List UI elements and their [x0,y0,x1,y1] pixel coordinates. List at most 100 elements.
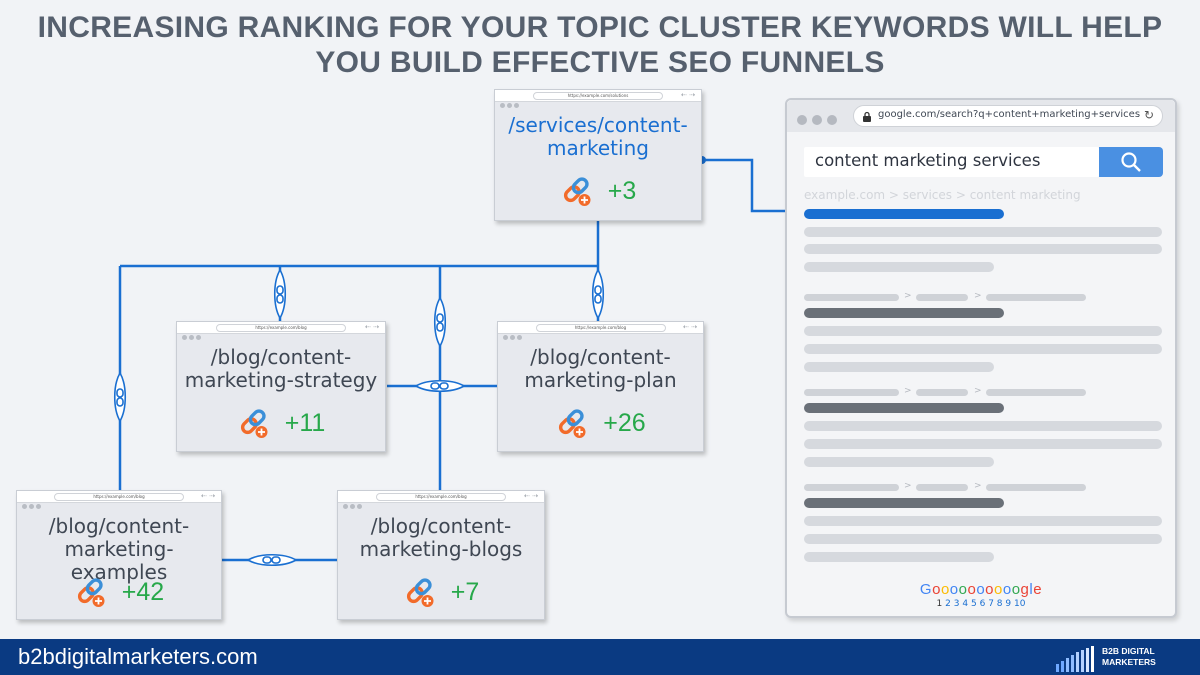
result-title-placeholder[interactable] [804,498,1004,508]
page-number[interactable]: 2 [945,599,951,609]
lock-icon [863,111,871,122]
headline-line-1: INCREASING RANKING FOR YOUR TOPIC CLUSTE… [37,11,1163,44]
footer-domain[interactable]: b2bdigitalmarketers.com [18,644,258,669]
page-number[interactable]: 8 [996,599,1003,609]
result-snippet-line [804,457,994,467]
page-number[interactable]: 6 [979,599,986,609]
result-url-placeholder [916,389,968,396]
browser-bar: https://example.com/blog ⇠ ⇢ [338,491,544,509]
result-snippet-line [804,421,1162,431]
page-path-line-2: marketing-examples [64,537,174,584]
result-snippet-line [804,344,1162,354]
result-url-placeholder [804,484,899,491]
link-node-icon [247,553,297,567]
result-url-placeholder [986,294,1086,301]
nav-arrows-icon: ⇠ ⇢ [365,323,379,331]
result-snippet-line [804,534,1162,544]
chain-link-plus-icon [559,409,586,438]
result-breadcrumb: example.com > services > content marketi… [804,188,1081,202]
address-bar-text: google.com/search?q+content+marketing+se… [878,109,1141,120]
page-number[interactable]: 10 [1014,599,1026,609]
result-snippet-line [804,516,1162,526]
backlink-metric: +42 [17,575,221,609]
mini-url: https://example.com/blog [376,493,506,501]
breadcrumb-separator: > [904,386,912,396]
result-url-placeholder [804,389,899,396]
browser-bar: https://example.com/blog ⇠ ⇢ [17,491,221,509]
page-path-line-1: /services/content- [508,113,688,137]
page-card-blogs: https://example.com/blog ⇠ ⇢ /blog/conte… [337,490,545,620]
logo-letter: o [1002,581,1012,598]
page-card-plan: https://example.com/blog ⇠ ⇢ /blog/conte… [497,321,704,452]
page-card-strategy: https://example.com/blog ⇠ ⇢ /blog/conte… [176,321,386,452]
logo-letter: o [985,581,994,598]
result-url-placeholder [986,484,1086,491]
chain-link-plus-icon [77,578,105,607]
headline: INCREASING RANKING FOR YOUR TOPIC CLUSTE… [0,10,1200,80]
nav-arrows-icon: ⇠ ⇢ [683,323,697,331]
result-snippet-line [804,244,1162,254]
address-bar[interactable]: google.com/search?q+content+marketing+se… [853,105,1163,127]
result-snippet-line [804,362,994,372]
page-path-line-1: /blog/content- [370,514,512,538]
link-node-icon [591,269,605,319]
page-path-line-1: /blog/content- [210,345,352,369]
backlink-metric: +26 [498,406,703,440]
footer-bar: b2bdigitalmarketers.com B2B DIGITAL MARK… [0,639,1200,675]
page-number[interactable]: 4 [962,599,969,609]
logo-letter: e [1033,581,1043,598]
page-card-services: https://example.com/solutions ⇠ ⇢ /servi… [494,89,702,221]
search-input[interactable]: content marketing services [804,147,1099,177]
page-card-examples: https://example.com/blog ⇠ ⇢ /blog/conte… [16,490,222,620]
page-path: /blog/content- marketing-plan [498,346,703,392]
backlink-count: +11 [284,408,326,437]
search-button[interactable] [1099,147,1163,177]
search-icon [1121,152,1141,172]
result-snippet-line [804,326,1162,336]
chain-link-plus-icon [563,177,591,206]
result-snippet-line [804,552,994,562]
page-number-current[interactable]: 1 [936,599,943,609]
search-query: content marketing services [815,151,1041,170]
logo-letter: o [994,581,1003,598]
logo-text: Goooooooooogle [920,581,1042,598]
page-number[interactable]: 9 [1005,599,1012,609]
browser-bar: https://example.com/blog ⇠ ⇢ [177,322,385,340]
search-engine-logo: Goooooooooogle [787,581,1175,598]
page-number[interactable]: 7 [988,599,994,609]
backlink-count: +42 [121,577,165,606]
window-dots [343,494,364,513]
page-path-line-2: marketing-blogs [359,537,523,561]
page-number[interactable]: 5 [970,599,977,609]
nav-arrows-icon: ⇠ ⇢ [524,492,538,500]
logo-letter: l [1029,581,1034,598]
result-snippet-line [804,262,994,272]
logo-letter: o [958,581,968,598]
browser-bar: https://example.com/solutions ⇠ ⇢ [495,90,701,108]
link-node-icon [415,379,465,393]
breadcrumb-separator: > [974,481,982,491]
bar-chart-logo-icon [1056,646,1094,672]
backlink-metric: +3 [495,174,701,208]
page-path-line-2: marketing-strategy [184,368,378,392]
window-dots [500,93,521,112]
result-url-placeholder [804,294,899,301]
reload-icon[interactable]: ↻ [1143,108,1154,122]
page-number[interactable]: 3 [953,599,960,609]
page-path-line-1: /blog/content- [530,345,671,369]
logo-letter: o [976,581,986,598]
search-results-window: google.com/search?q+content+marketing+se… [785,98,1177,618]
result-snippet-line [804,439,1162,449]
logo-letter: g [1020,581,1030,598]
breadcrumb-separator: > [904,481,912,491]
result-title-placeholder[interactable] [804,403,1004,413]
backlink-metric: +11 [177,406,385,440]
page-path: /blog/content- marketing-examples [17,515,221,584]
logo-letter: o [949,581,959,598]
result-title-placeholder[interactable] [804,308,1004,318]
nav-arrows-icon: ⇠ ⇢ [681,91,695,99]
window-dots [22,494,43,513]
top-result-link[interactable] [804,209,1004,219]
chain-link-plus-icon [240,409,268,438]
breadcrumb-separator: > [904,291,912,301]
